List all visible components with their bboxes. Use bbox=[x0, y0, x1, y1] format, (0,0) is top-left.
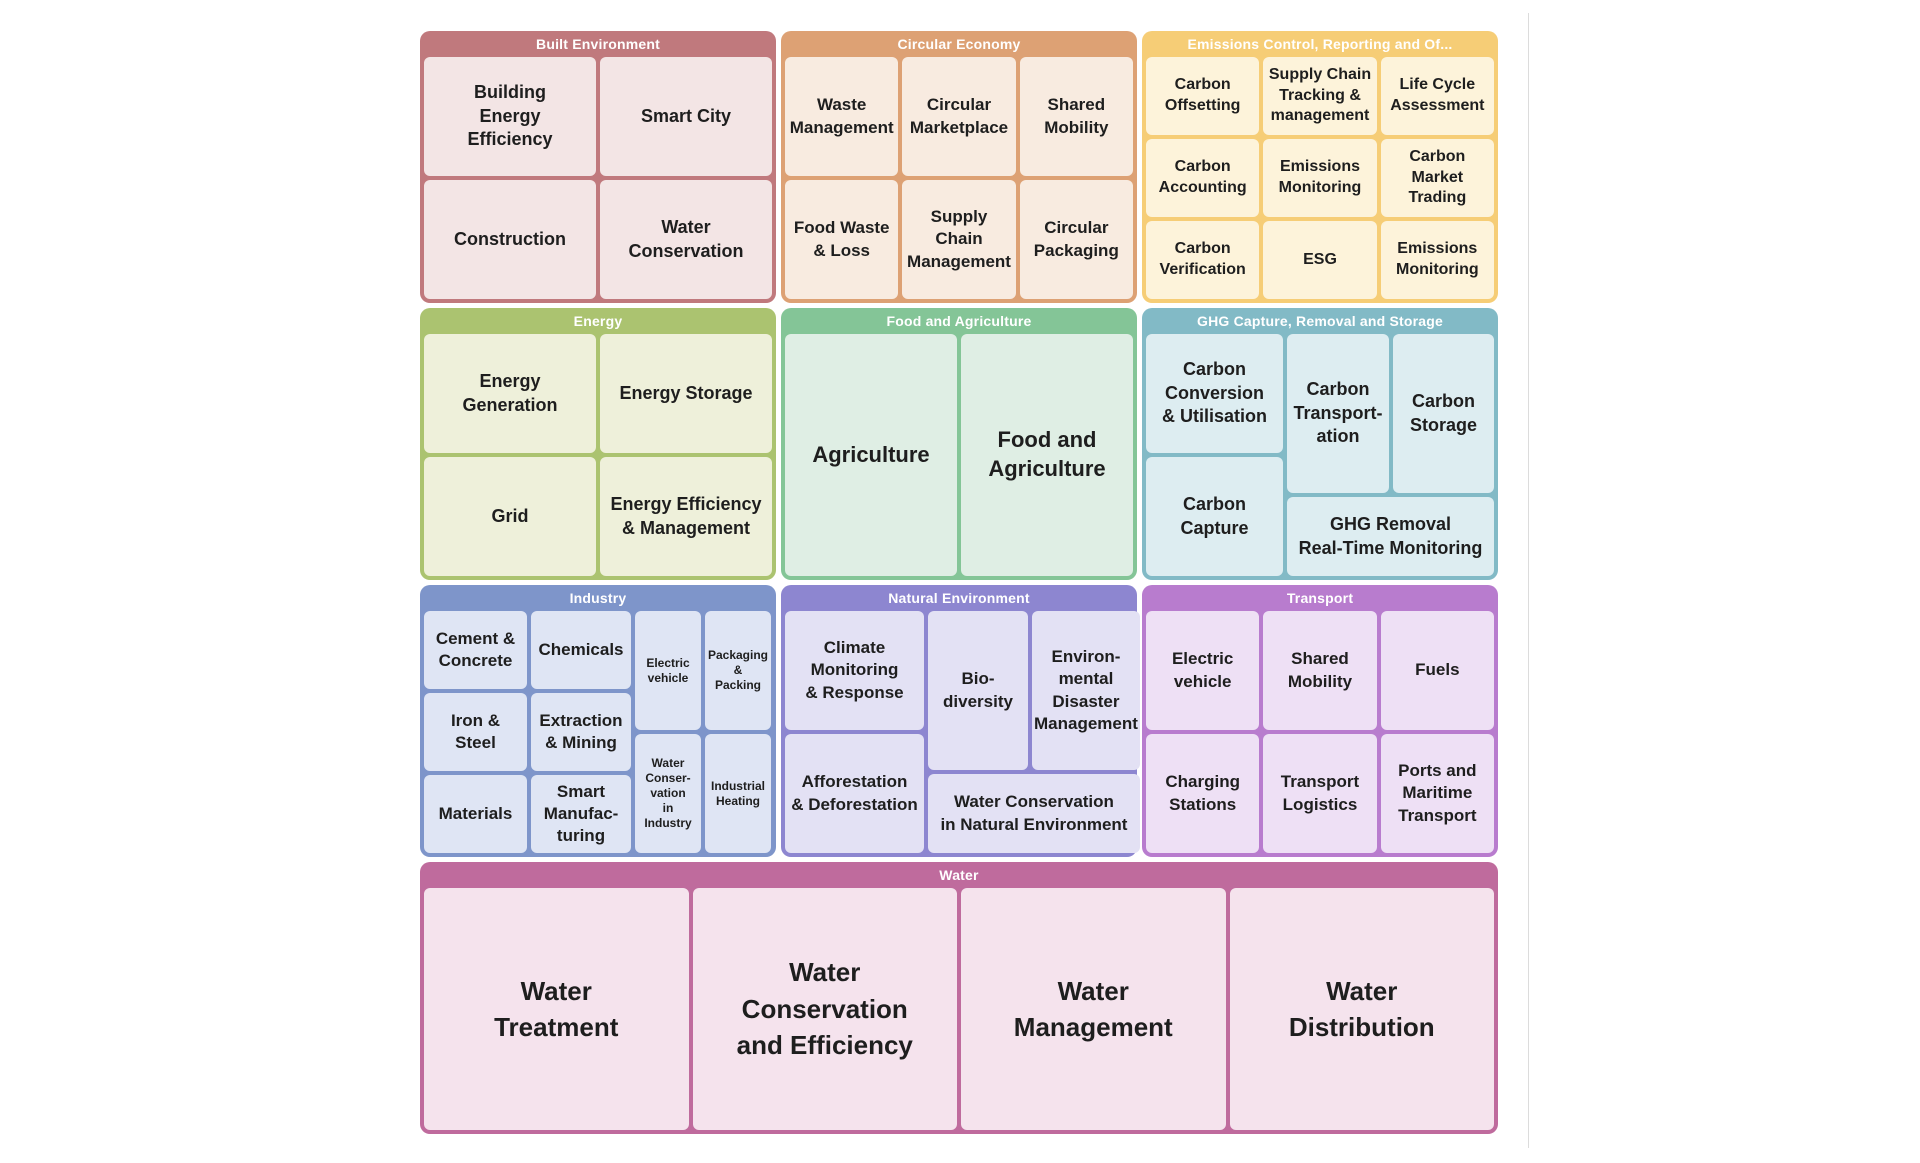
panel-header-ghg-capture-removal-storage: GHG Capture, Removal and Storage bbox=[1196, 313, 1443, 329]
industry-column-3: Electric vehicle Water Conser- vation in… bbox=[635, 611, 701, 853]
panel-food-and-agriculture: Food and Agriculture Agriculture Food an… bbox=[781, 308, 1137, 580]
cell-smart-city[interactable]: Smart City bbox=[600, 57, 772, 176]
cell-ghg-removal-real-time-monitoring[interactable]: GHG Removal Real-Time Monitoring bbox=[1287, 497, 1494, 576]
cell-carbon-capture[interactable]: Carbon Capture bbox=[1146, 457, 1283, 576]
cell-food-waste-and-loss[interactable]: Food Waste & Loss bbox=[785, 180, 899, 299]
cell-esg[interactable]: ESG bbox=[1263, 221, 1377, 299]
industry-column-2: Chemicals Extraction & Mining Smart Manu… bbox=[531, 611, 631, 853]
panel-built-environment: Built Environment Building Energy Effici… bbox=[420, 31, 776, 303]
cell-carbon-market-trading[interactable]: Carbon Market Trading bbox=[1380, 139, 1494, 217]
cell-energy-generation[interactable]: Energy Generation bbox=[424, 334, 596, 453]
cell-electric-vehicle-transport[interactable]: Electric vehicle bbox=[1146, 611, 1260, 730]
panel-body-energy: Energy Generation Energy Storage Grid En… bbox=[424, 334, 772, 576]
cell-carbon-storage[interactable]: Carbon Storage bbox=[1393, 334, 1494, 493]
panel-water: Water Water Treatment Water Conservation… bbox=[420, 862, 1498, 1134]
cell-iron-steel[interactable]: Iron & Steel bbox=[424, 693, 527, 771]
cell-materials[interactable]: Materials bbox=[424, 775, 527, 853]
panel-body-built-environment: Building Energy Efficiency Smart City Co… bbox=[424, 57, 772, 299]
cell-energy-storage[interactable]: Energy Storage bbox=[600, 334, 772, 453]
cell-water-treatment[interactable]: Water Treatment bbox=[424, 888, 689, 1130]
cell-carbon-accounting[interactable]: Carbon Accounting bbox=[1146, 139, 1260, 217]
panel-ghg-capture-removal-storage: GHG Capture, Removal and Storage Carbon … bbox=[1142, 308, 1498, 580]
panel-transport: Transport Electric vehicle Shared Mobili… bbox=[1142, 585, 1498, 857]
cell-industrial-heating[interactable]: Industrial Heating bbox=[705, 734, 771, 853]
cell-emissions-monitoring-1[interactable]: Emissions Monitoring bbox=[1263, 139, 1377, 217]
cell-emissions-monitoring-2[interactable]: Emissions Monitoring bbox=[1380, 221, 1494, 299]
cell-climate-monitoring-response[interactable]: Climate Monitoring & Response bbox=[785, 611, 924, 730]
cell-fuels[interactable]: Fuels bbox=[1380, 611, 1494, 730]
cell-ports-and-maritime-transport[interactable]: Ports and Maritime Transport bbox=[1380, 734, 1494, 853]
cell-chemicals[interactable]: Chemicals bbox=[531, 611, 631, 689]
cell-water-conservation-in-industry[interactable]: Water Conser- vation in Industry bbox=[635, 734, 701, 853]
cell-water-conservation-and-efficiency[interactable]: Water Conservation and Efficiency bbox=[692, 888, 957, 1130]
board-row-4: Water Water Treatment Water Conservation… bbox=[420, 862, 1498, 1134]
panel-body-water: Water Treatment Water Conservation and E… bbox=[424, 888, 1494, 1130]
cell-agriculture[interactable]: Agriculture bbox=[785, 334, 957, 576]
cell-water-distribution[interactable]: Water Distribution bbox=[1229, 888, 1494, 1130]
cell-charging-stations[interactable]: Charging Stations bbox=[1146, 734, 1260, 853]
cell-water-conservation-in-natural-environment[interactable]: Water Conservation in Natural Environmen… bbox=[928, 774, 1140, 853]
cell-grid[interactable]: Grid bbox=[424, 457, 596, 576]
industry-column-1: Cement & Concrete Iron & Steel Materials bbox=[424, 611, 527, 853]
cell-shared-mobility-transport[interactable]: Shared Mobility bbox=[1263, 611, 1377, 730]
page-divider-line bbox=[1528, 13, 1529, 1148]
market-map-board: Built Environment Building Energy Effici… bbox=[420, 31, 1498, 1134]
cell-afforestation-deforestation[interactable]: Afforestation & Deforestation bbox=[785, 734, 924, 853]
panel-body-transport: Electric vehicle Shared Mobility Fuels C… bbox=[1146, 611, 1494, 853]
cell-water-conservation[interactable]: Water Conservation bbox=[600, 180, 772, 299]
cell-environmental-disaster-management[interactable]: Environ- mental Disaster Management bbox=[1032, 611, 1140, 770]
cell-cement-concrete[interactable]: Cement & Concrete bbox=[424, 611, 527, 689]
panel-header-water: Water bbox=[939, 867, 979, 883]
cell-carbon-conversion-utilisation[interactable]: Carbon Conversion & Utilisation bbox=[1146, 334, 1283, 453]
panel-header-natural-environment: Natural Environment bbox=[888, 590, 1030, 606]
panel-emissions-control: Emissions Control, Reporting and Of... C… bbox=[1142, 31, 1498, 303]
board-row-3: Industry Cement & Concrete Iron & Steel … bbox=[420, 585, 1498, 857]
cell-circular-packaging[interactable]: Circular Packaging bbox=[1019, 180, 1133, 299]
board-row-1: Built Environment Building Energy Effici… bbox=[420, 31, 1498, 303]
panel-header-industry: Industry bbox=[569, 590, 627, 606]
cell-construction[interactable]: Construction bbox=[424, 180, 596, 299]
cell-life-cycle-assessment[interactable]: Life Cycle Assessment bbox=[1380, 57, 1494, 135]
cell-transport-logistics[interactable]: Transport Logistics bbox=[1263, 734, 1377, 853]
cell-carbon-transportation[interactable]: Carbon Transport- ation bbox=[1287, 334, 1389, 493]
panel-body-food-and-agriculture: Agriculture Food and Agriculture bbox=[785, 334, 1133, 576]
panel-body-circular-economy: Waste Management Circular Marketplace Sh… bbox=[785, 57, 1133, 299]
panel-natural-environment: Natural Environment Climate Monitoring &… bbox=[781, 585, 1140, 857]
cell-supply-chain-management[interactable]: Supply Chain Management bbox=[902, 180, 1016, 299]
panel-header-energy: Energy bbox=[573, 313, 623, 329]
cell-shared-mobility[interactable]: Shared Mobility bbox=[1019, 57, 1133, 176]
cell-carbon-offsetting[interactable]: Carbon Offsetting bbox=[1146, 57, 1260, 135]
panel-header-food-and-agriculture: Food and Agriculture bbox=[886, 313, 1032, 329]
panel-header-circular-economy: Circular Economy bbox=[897, 36, 1021, 52]
panel-industry: Industry Cement & Concrete Iron & Steel … bbox=[420, 585, 776, 857]
cell-carbon-verification[interactable]: Carbon Verification bbox=[1146, 221, 1260, 299]
cell-water-management[interactable]: Water Management bbox=[961, 888, 1226, 1130]
cell-energy-efficiency-management[interactable]: Energy Efficiency & Management bbox=[600, 457, 772, 576]
cell-supply-chain-tracking-management[interactable]: Supply Chain Tracking & management bbox=[1263, 57, 1377, 135]
panel-header-built-environment: Built Environment bbox=[536, 36, 660, 52]
panel-body-industry: Cement & Concrete Iron & Steel Materials… bbox=[424, 611, 772, 853]
industry-column-4: Packaging & Packing Industrial Heating bbox=[705, 611, 771, 853]
panel-body-emissions-control: Carbon Offsetting Supply Chain Tracking … bbox=[1146, 57, 1494, 299]
cell-food-and-agriculture[interactable]: Food and Agriculture bbox=[961, 334, 1133, 576]
panel-circular-economy: Circular Economy Waste Management Circul… bbox=[781, 31, 1137, 303]
panel-header-emissions-control: Emissions Control, Reporting and Of... bbox=[1187, 36, 1453, 52]
cell-building-energy-efficiency[interactable]: Building Energy Efficiency bbox=[424, 57, 596, 176]
panel-header-transport: Transport bbox=[1286, 590, 1354, 606]
panel-body-natural-environment: Climate Monitoring & Response Afforestat… bbox=[785, 611, 1140, 853]
cell-smart-manufacturing[interactable]: Smart Manufac- turing bbox=[531, 775, 631, 853]
cell-circular-marketplace[interactable]: Circular Marketplace bbox=[902, 57, 1016, 176]
cell-electric-vehicle-industry[interactable]: Electric vehicle bbox=[635, 611, 701, 730]
cell-packaging-packing[interactable]: Packaging & Packing bbox=[705, 611, 771, 730]
cell-extraction-mining[interactable]: Extraction & Mining bbox=[531, 693, 631, 771]
panel-body-ghg-capture-removal-storage: Carbon Conversion & Utilisation Carbon C… bbox=[1146, 334, 1494, 576]
board-row-2: Energy Energy Generation Energy Storage … bbox=[420, 308, 1498, 580]
cell-waste-management[interactable]: Waste Management bbox=[785, 57, 899, 176]
panel-energy: Energy Energy Generation Energy Storage … bbox=[420, 308, 776, 580]
cell-biodiversity[interactable]: Bio- diversity bbox=[928, 611, 1028, 770]
